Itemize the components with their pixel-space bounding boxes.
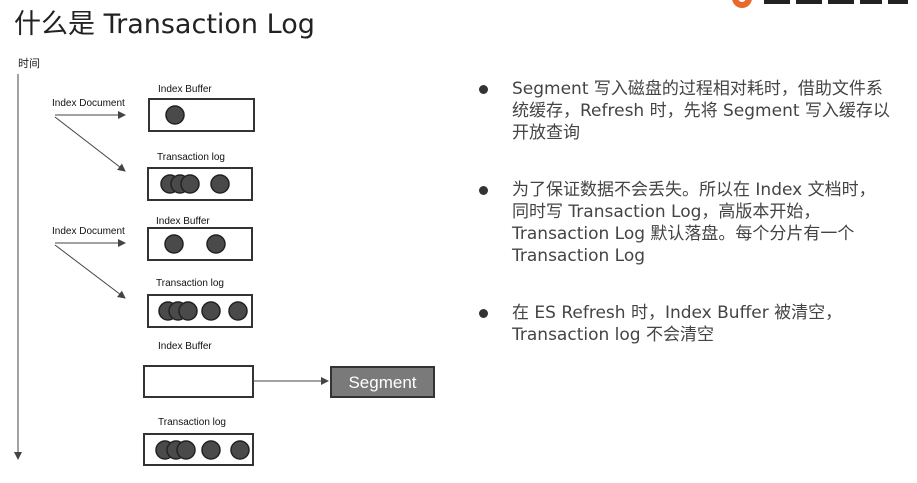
page-title: 什么是 Transaction Log (14, 9, 315, 40)
index-document-label-1: Index Document (52, 98, 125, 109)
document-dot (180, 174, 200, 194)
index-buffer-label-3: Index Buffer (158, 341, 212, 352)
document-dot (164, 234, 184, 254)
arrow-to-log-2 (54, 244, 126, 299)
time-axis-label: 时间 (18, 57, 40, 70)
logo-mark-icon (732, 0, 752, 8)
document-dot (201, 440, 221, 460)
bullet-dot-icon (479, 186, 488, 195)
bullet-item: 为了保证数据不会丢失。所以在 Index 文档时，同时写 Transaction… (476, 179, 892, 267)
index-buffer-box-empty (143, 365, 254, 398)
bullet-dot-icon (479, 85, 488, 94)
index-buffer-label-2: Index Buffer (156, 216, 210, 227)
document-dot (228, 301, 248, 321)
index-buffer-box-2 (147, 227, 253, 261)
bullet-item: Segment 写入磁盘的过程相对耗时，借助文件系统缓存，Refresh 时，先… (476, 78, 892, 144)
bullet-dot-icon (479, 309, 488, 318)
index-document-label-2: Index Document (52, 226, 125, 237)
bullet-text: 为了保证数据不会丢失。所以在 Index 文档时，同时写 Transaction… (512, 180, 876, 266)
transaction-log-label-2: Transaction log (156, 278, 224, 289)
bullet-text: Segment 写入磁盘的过程相对耗时，借助文件系统缓存，Refresh 时，先… (512, 79, 890, 143)
index-buffer-label-1: Index Buffer (158, 84, 212, 95)
document-dot (206, 234, 226, 254)
index-buffer-box-1 (148, 98, 255, 132)
transaction-log-diagram: 时间 Index Document Index Buffer Transacti… (14, 57, 435, 466)
segment-label: Segment (348, 373, 416, 392)
time-axis-arrow-icon (14, 452, 22, 460)
document-dot (165, 105, 185, 125)
document-dot (176, 440, 196, 460)
bullet-text: 在 ES Refresh 时，Index Buffer 被清空，Transact… (512, 303, 843, 345)
arrow-to-log-1 (54, 116, 126, 172)
document-dot (201, 301, 221, 321)
document-dot (210, 174, 230, 194)
transaction-log-label-1: Transaction log (157, 152, 225, 163)
brand-logo (728, 0, 917, 10)
transaction-log-label-3: Transaction log (158, 417, 226, 428)
document-dot (178, 301, 198, 321)
bullet-item: 在 ES Refresh 时，Index Buffer 被清空，Transact… (476, 302, 892, 346)
document-dot (230, 440, 250, 460)
segment-box (330, 366, 435, 398)
